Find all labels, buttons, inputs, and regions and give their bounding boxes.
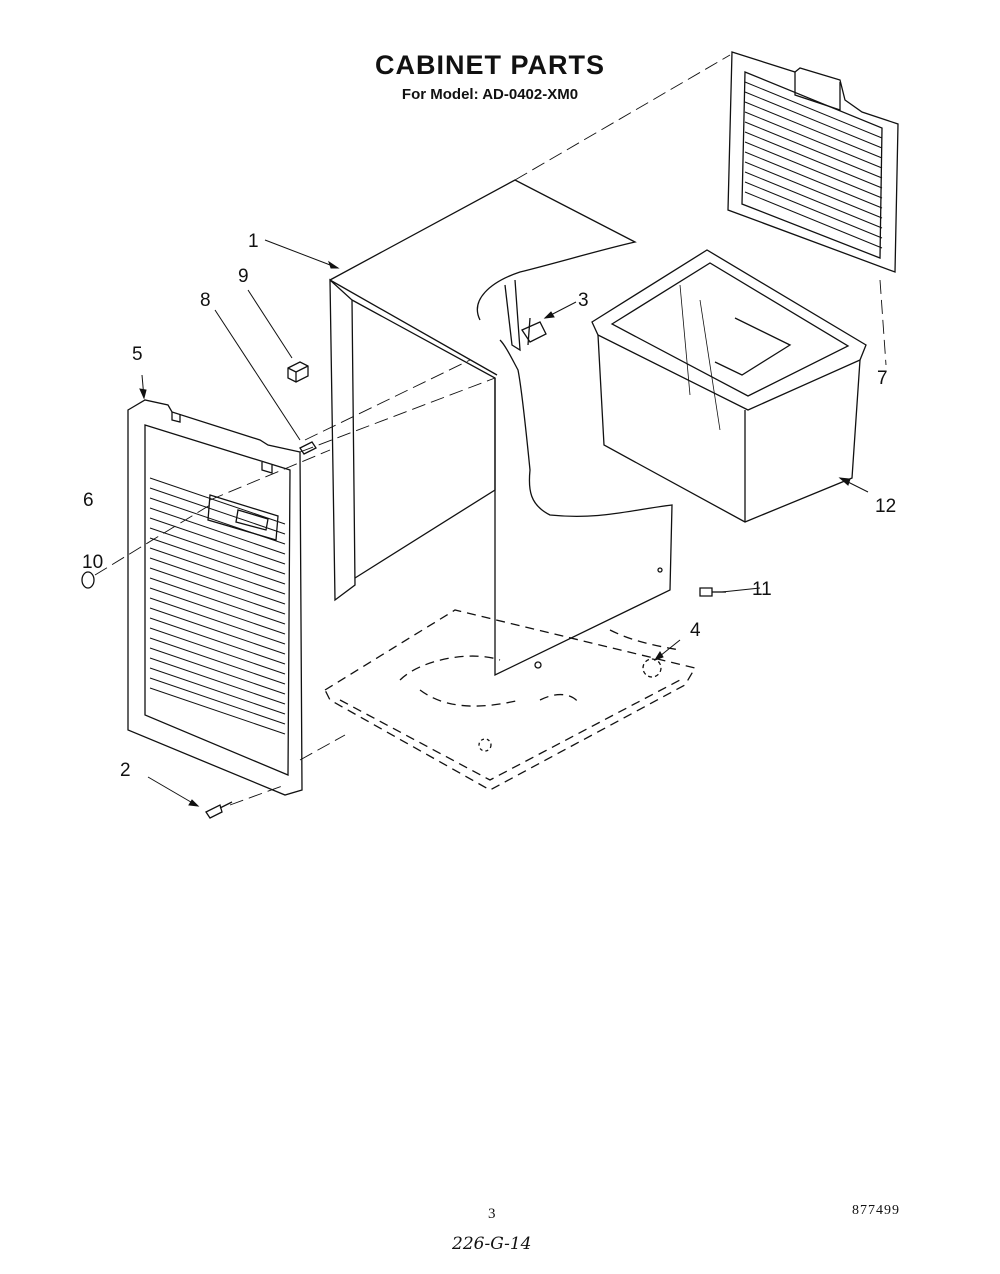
callout-10: 10 [82,552,103,573]
callout-4: 4 [690,620,701,641]
callout-7: 7 [877,368,888,389]
page-number: 3 [488,1206,496,1222]
callout-5: 5 [132,344,143,365]
callout-2: 2 [120,760,131,781]
callout-12: 12 [875,496,896,517]
clip-part [521,317,547,346]
front-grille-part [127,399,303,796]
rear-grille-part [727,51,899,273]
screw-front-part [205,801,233,819]
model-subtitle: For Model: AD-0402-XM0 [401,86,579,103]
base-pan-part [324,609,697,791]
knob-part [287,361,309,383]
water-bucket-part [591,249,867,523]
callout-9: 9 [238,266,249,287]
callout-3: 3 [578,290,589,311]
page-title: CABINET PARTS [374,50,605,80]
callout-1: 1 [248,231,259,252]
callout-11: 11 [752,579,772,600]
assembly-lines [94,54,887,806]
cabinet-shell-part [329,179,673,677]
callout-8: 8 [200,290,211,311]
callout-leaders [139,239,869,807]
plug-part [81,571,95,589]
pin-part [299,441,317,455]
document-number: 877499 [852,1203,900,1218]
callout-6: 6 [83,490,94,511]
handwritten-note: 226-G-14 [452,1234,532,1254]
